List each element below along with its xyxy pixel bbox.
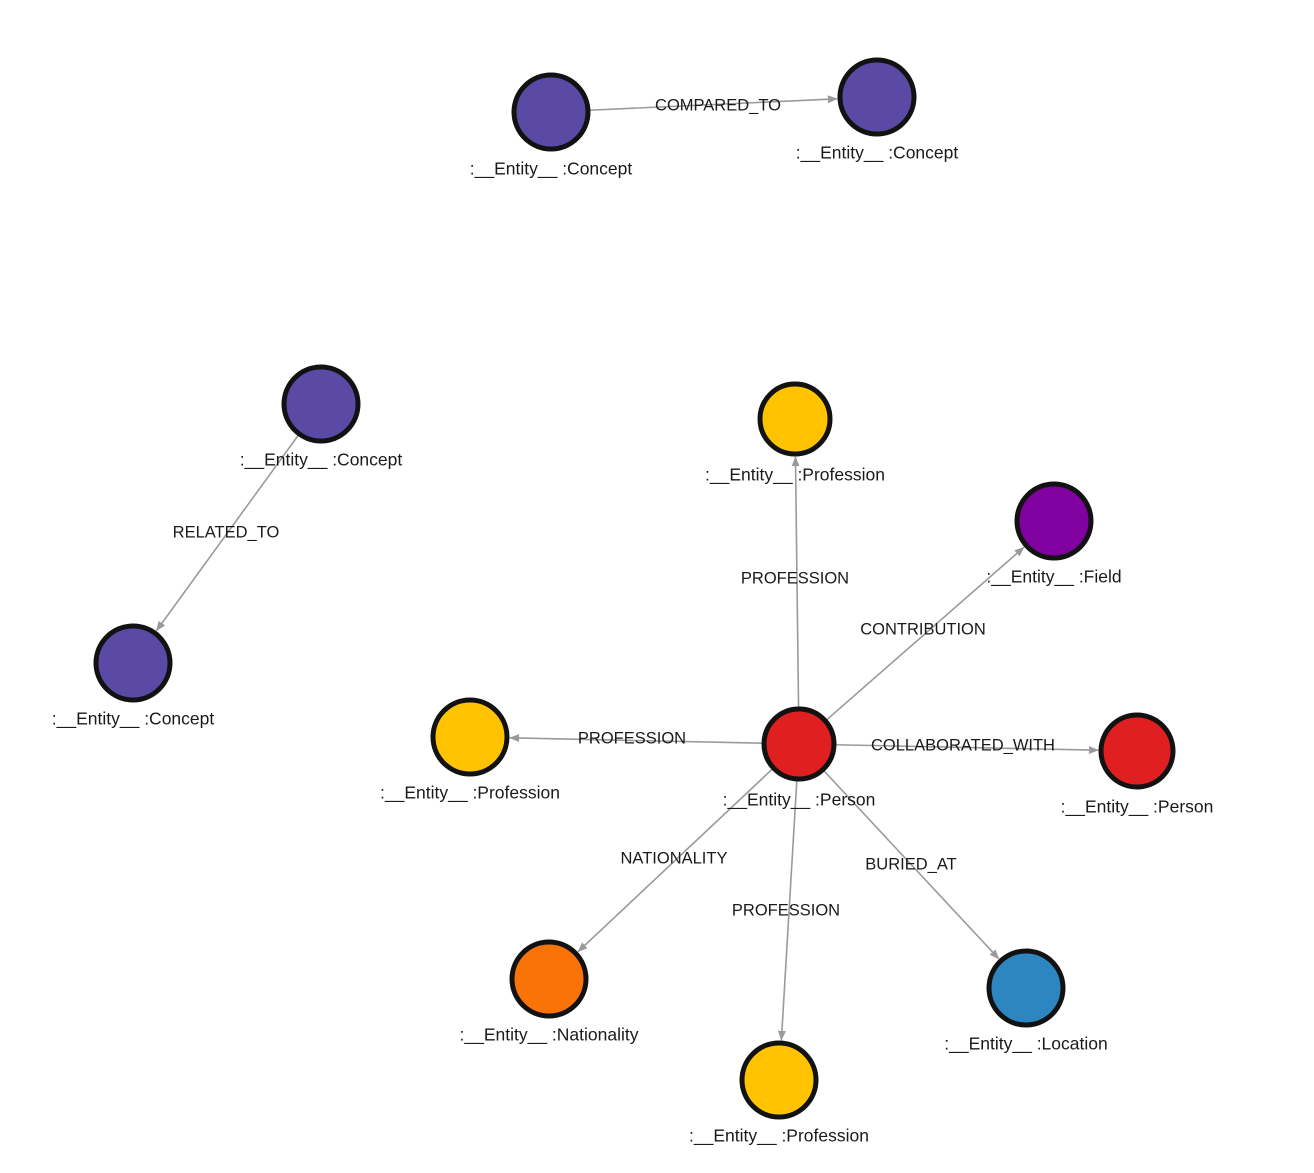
graph-edge[interactable] xyxy=(155,434,300,632)
edge-label: PROFESSION xyxy=(732,901,840,919)
graph-node-nationality[interactable] xyxy=(509,939,589,1019)
node-label: :__Entity__ :Person xyxy=(723,790,876,811)
graph-edge[interactable] xyxy=(777,779,798,1041)
graph-node-profession[interactable] xyxy=(430,697,510,777)
graph-edge[interactable] xyxy=(509,734,764,745)
graph-node-person[interactable] xyxy=(761,706,837,782)
graph-edge[interactable] xyxy=(834,743,1099,755)
node-label: :__Entity__ :Location xyxy=(944,1034,1107,1055)
edge-label: COLLABORATED_WITH xyxy=(871,736,1055,754)
graph-node-field[interactable] xyxy=(1014,481,1094,561)
graph-edge[interactable] xyxy=(588,95,838,112)
edge-label: PROFESSION xyxy=(578,729,686,747)
graph-node-concept[interactable] xyxy=(281,364,361,444)
node-label: :__Entity__ :Concept xyxy=(796,143,959,164)
edge-label: RELATED_TO xyxy=(173,523,280,541)
edge-label: BURIED_AT xyxy=(865,855,956,873)
graph-edge[interactable] xyxy=(825,546,1025,721)
nodes-layer xyxy=(93,57,1176,1120)
node-label: :__Entity__ :Concept xyxy=(470,159,633,180)
graph-node-location[interactable] xyxy=(986,948,1066,1028)
node-label: :__Entity__ :Concept xyxy=(240,450,403,471)
edge-labels-layer: COMPARED_TO RELATED_TO PROFESSION CONTRIBUT… xyxy=(173,96,1055,919)
node-label: :__Entity__ :Profession xyxy=(689,1126,869,1147)
edge-label: COMPARED_TO xyxy=(655,96,781,114)
graph-node-concept[interactable] xyxy=(511,72,591,152)
graph-node-profession[interactable] xyxy=(757,381,833,457)
edge-label: PROFESSION xyxy=(741,569,849,587)
node-labels-layer: :__Entity__ :Concept :__Entity__ :Concept… xyxy=(52,143,1214,1147)
graph-node-person[interactable] xyxy=(1098,712,1176,790)
edge-label: NATIONALITY xyxy=(621,849,728,867)
graph-node-concept[interactable] xyxy=(93,623,173,703)
node-label: :__Entity__ :Field xyxy=(986,567,1121,588)
edge-label: CONTRIBUTION xyxy=(860,620,986,638)
node-label: :__Entity__ :Profession xyxy=(380,783,560,804)
node-label: :__Entity__ :Person xyxy=(1061,797,1214,818)
node-label: :__Entity__ :Profession xyxy=(705,465,885,486)
graph-edge[interactable] xyxy=(822,769,1000,960)
graph-node-concept[interactable] xyxy=(837,57,917,137)
node-label: :__Entity__ :Nationality xyxy=(460,1025,639,1046)
edges-layer xyxy=(155,95,1099,1041)
graph-node-profession[interactable] xyxy=(739,1040,819,1120)
graph-edge[interactable] xyxy=(577,768,774,953)
graph-edge[interactable] xyxy=(791,456,800,709)
node-label: :__Entity__ :Concept xyxy=(52,709,215,730)
